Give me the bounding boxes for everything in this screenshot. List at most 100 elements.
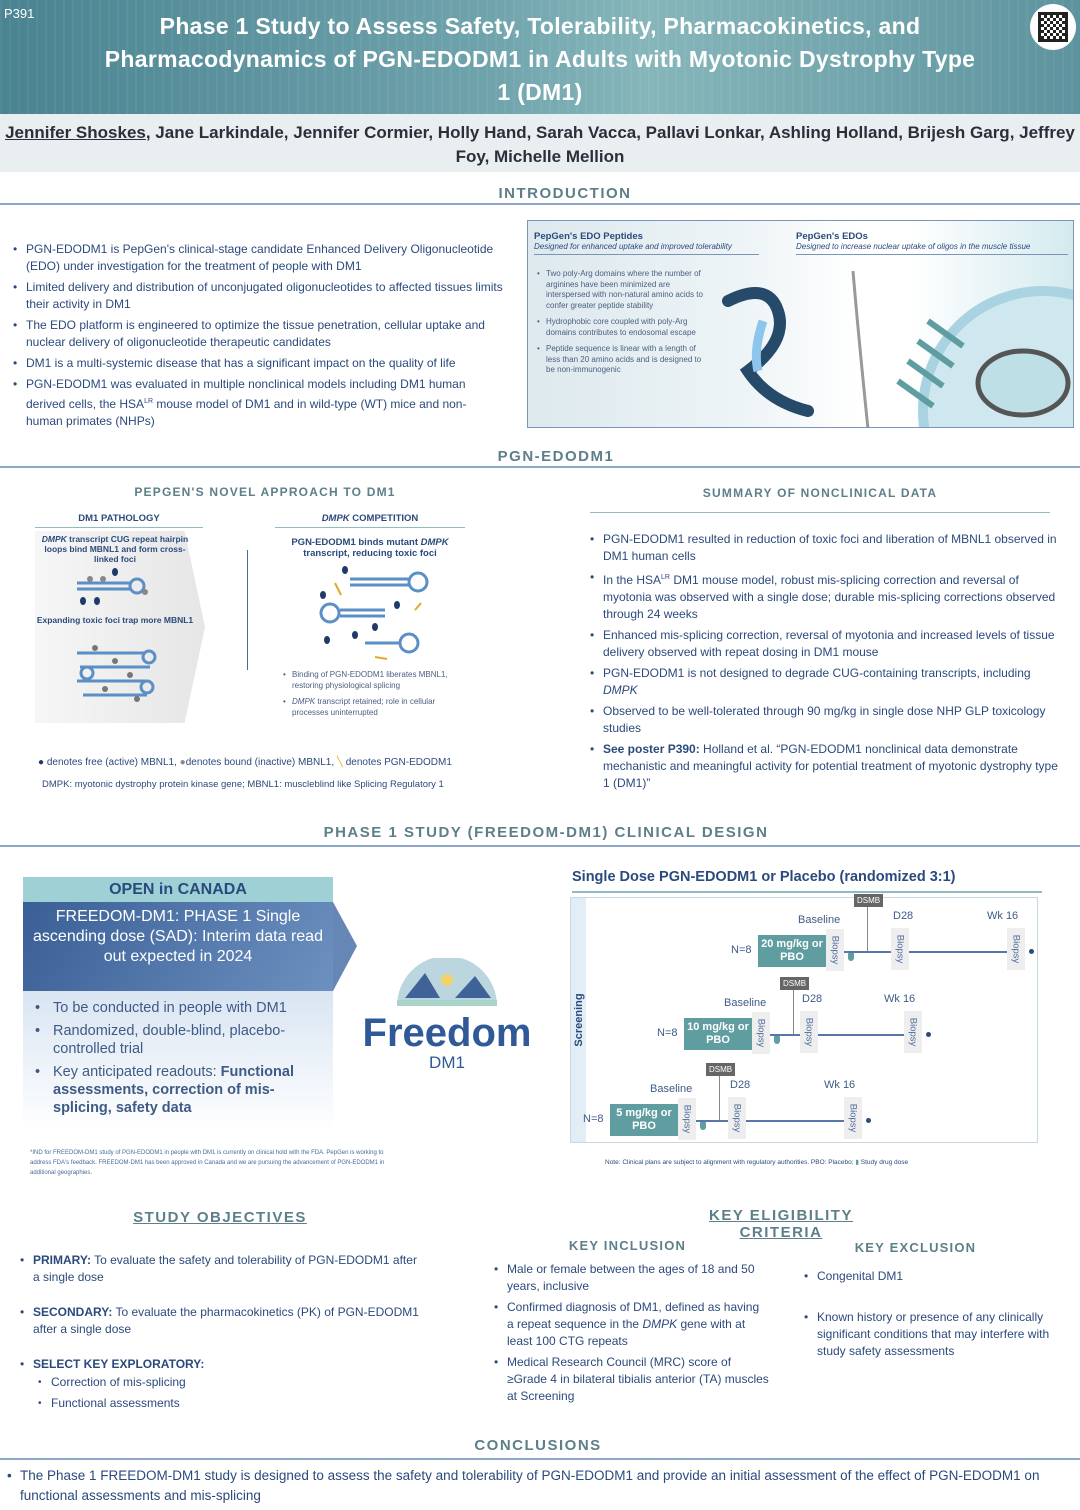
list-item: Functional assessments <box>33 1395 425 1412</box>
exclusion-heading: KEY EXCLUSION <box>854 1240 977 1255</box>
list-item: PGN-EDODM1 is not designed to degrade CU… <box>585 665 1060 699</box>
arm-n-label: N=8 <box>657 1027 678 1039</box>
exclusion-list: Congenital DM1 Known history or presence… <box>799 1268 1064 1364</box>
mountain-logo-icon <box>397 956 497 1006</box>
toxic-foci-icon <box>77 645 157 702</box>
competition-title: DMPK COMPETITION <box>275 513 465 528</box>
list-item: Two poly-Arg domains where the number of… <box>536 269 708 311</box>
inclusion-list: Male or female between the ages of 18 an… <box>489 1261 769 1409</box>
competition-text: PGN-EDODM1 binds mutant DMPK transcript,… <box>291 537 449 559</box>
end-dot <box>866 1118 871 1123</box>
d28-label: D28 <box>730 1079 751 1091</box>
author-list: Jennifer Shoskes, Jane Larkindale, Jenni… <box>0 114 1080 172</box>
drug-dose-icon: ▮ <box>855 1159 859 1166</box>
dsmb-line <box>867 907 868 951</box>
chart-title: Single Dose PGN-EDODM1 or Placebo (rando… <box>572 869 1042 893</box>
drug-dose-icon <box>700 1122 706 1130</box>
dsmb-box: DSMB <box>780 977 810 990</box>
wk16-label: Wk 16 <box>987 910 1019 922</box>
bound-mbnl1-icon: ● <box>179 757 186 768</box>
arm-n-label: N=8 <box>583 1113 604 1125</box>
figure-left-subtitle: Designed for enhanced uptake and improve… <box>534 242 732 251</box>
edo-icon: ╲ <box>336 757 343 768</box>
divider <box>247 550 248 670</box>
conclusions-heading: CONCLUSIONS <box>474 1437 602 1454</box>
drug-dose-icon <box>848 953 854 961</box>
baseline-label: Baseline <box>650 1083 693 1095</box>
divider <box>0 845 1080 847</box>
dsmb-box: DSMB <box>854 894 884 907</box>
dsmb-line <box>793 990 794 1034</box>
list-item: Known history or presence of any clinica… <box>799 1309 1064 1360</box>
biopsy-marker: Biopsy <box>728 1097 746 1139</box>
timeline <box>844 951 1007 953</box>
list-item: Limited delivery and distribution of unc… <box>8 279 503 313</box>
biopsy-marker: Biopsy <box>891 928 909 970</box>
open-in-canada-banner: OPEN in CANADA <box>23 877 333 902</box>
biopsy-marker: Biopsy <box>678 1098 696 1140</box>
foci-icon <box>77 568 148 605</box>
d28-label: D28 <box>802 993 823 1005</box>
figure-legend: ● denotes free (active) MBNL1, ●denotes … <box>38 757 452 768</box>
biopsy-marker: Biopsy <box>800 1011 818 1053</box>
list-item: Key anticipated readouts: Functional ass… <box>29 1063 327 1117</box>
objectives-list: PRIMARY: To evaluate the safety and tole… <box>15 1252 425 1416</box>
baseline-label: Baseline <box>798 914 841 926</box>
biopsy-marker: Biopsy <box>752 1012 770 1054</box>
list-item: In the HSALR DM1 mouse model, robust mis… <box>585 569 1060 623</box>
pathology-text-2: Expanding toxic foci trap more MBNL1 <box>36 615 194 625</box>
divider <box>0 466 1080 468</box>
list-item: PRIMARY: To evaluate the safety and tole… <box>15 1252 425 1286</box>
list-item: The Phase 1 FREEDOM-DM1 study is designe… <box>2 1466 1062 1506</box>
edo-peptide-figure: PepGen's EDO Peptides Designed for enhan… <box>527 220 1074 428</box>
baseline-label: Baseline <box>724 997 767 1009</box>
figure-right-title: PepGen's EDOs <box>796 231 868 242</box>
list-item: Confirmed diagnosis of DM1, defined as h… <box>489 1299 769 1350</box>
study-overview-panel: OPEN in CANADA FREEDOM-DM1: PHASE 1 Sing… <box>23 877 357 1132</box>
poster-title: Phase 1 Study to Assess Safety, Tolerabi… <box>104 13 976 105</box>
d28-label: D28 <box>893 910 914 922</box>
list-item: PGN-EDODM1 is PepGen's clinical-stage ca… <box>8 241 503 275</box>
biopsy-marker: Biopsy <box>904 1011 922 1053</box>
end-dot <box>1029 949 1034 954</box>
list-item: PGN-EDODM1 resulted in reduction of toxi… <box>585 531 1060 565</box>
list-item: See poster P390: Holland et al. “PGN-EDO… <box>585 741 1060 792</box>
list-item: Peptide sequence is linear with a length… <box>536 344 708 376</box>
biopsy-marker: Biopsy <box>1007 928 1025 970</box>
timeline <box>696 1120 844 1122</box>
list-item: Hydrophobic core coupled with poly-Arg d… <box>536 317 708 338</box>
pathology-title: DM1 PATHOLOGY <box>35 513 203 528</box>
summary-heading: SUMMARY OF NONCLINICAL DATA <box>590 486 1050 513</box>
dm1-mechanism-figure: DM1 PATHOLOGY DMPK transcript CUG repeat… <box>20 505 500 795</box>
list-item: DM1 is a multi-systemic disease that has… <box>8 355 503 372</box>
poster-header: P391 Phase 1 Study to Assess Safety, Tol… <box>0 0 1080 114</box>
dose-box: 20 mg/kg or PBO <box>758 935 826 967</box>
drug-dose-icon <box>774 1036 780 1044</box>
intro-bullets: PGN-EDODM1 is PepGen's clinical-stage ca… <box>8 241 503 434</box>
poster-id: P391 <box>4 6 35 21</box>
list-item: Correction of mis-splicing <box>33 1374 425 1391</box>
dose-box: 5 mg/kg or PBO <box>610 1104 678 1136</box>
list-item: Medical Research Council (MRC) score of … <box>489 1354 769 1405</box>
list-item: PGN-EDODM1 was evaluated in multiple non… <box>8 376 503 430</box>
figure-left-title: PepGen's EDO Peptides <box>534 231 643 242</box>
timeline <box>770 1034 904 1036</box>
end-dot <box>926 1032 931 1037</box>
list-item: Congenital DM1 <box>799 1268 1064 1285</box>
design-bullets: To be conducted in people with DM1 Rando… <box>23 991 333 1132</box>
pathology-text: transcript CUG repeat hairpin loops bind… <box>44 534 189 564</box>
presenting-author: Jennifer Shoskes <box>5 123 146 142</box>
freedom-dm1-logo: Freedom DM1 <box>352 956 542 1073</box>
conclusions-list: The Phase 1 FREEDOM-DM1 study is designe… <box>2 1466 1062 1510</box>
binding-icon <box>319 566 429 660</box>
list-item: Enhanced mis-splicing correction, revers… <box>585 627 1060 661</box>
qr-code-icon[interactable] <box>1030 4 1076 50</box>
objectives-heading: STUDY OBJECTIVES <box>133 1209 307 1226</box>
eligibility-heading: KEY ELIGIBILITY CRITERIA <box>709 1207 853 1241</box>
design-heading: PHASE 1 STUDY (FREEDOM-DM1) CLINICAL DES… <box>323 824 769 841</box>
wk16-label: Wk 16 <box>884 993 916 1005</box>
biopsy-marker: Biopsy <box>826 929 844 971</box>
footnote: *IND for FREEDOM-DM1 study of PGN-EDODM1… <box>30 1150 385 1176</box>
sad-banner: FREEDOM-DM1: PHASE 1 Single ascending do… <box>23 902 357 991</box>
